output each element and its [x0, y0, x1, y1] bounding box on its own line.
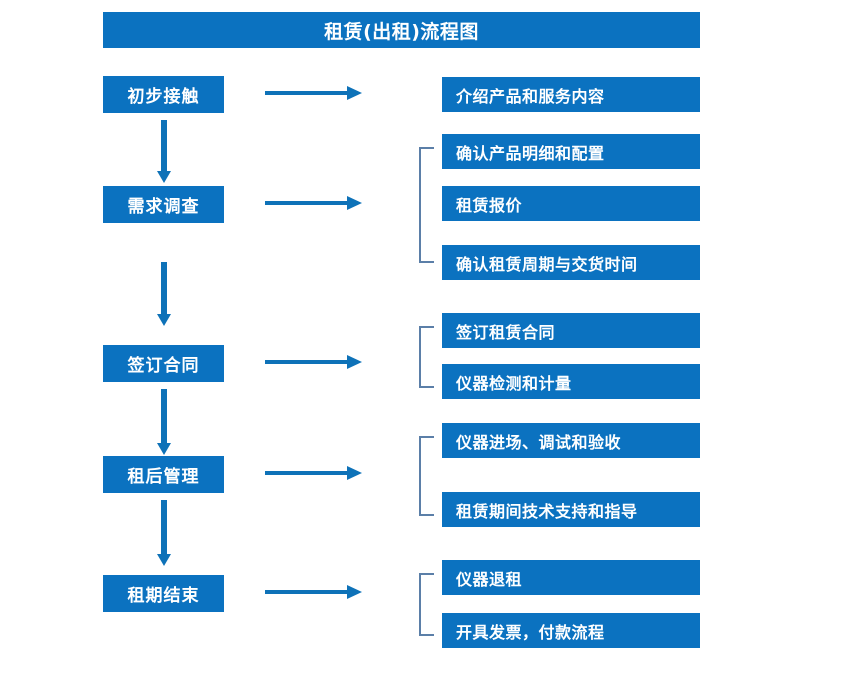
arrow-shaft: [265, 91, 349, 95]
bracket-tick-top: [419, 573, 434, 575]
bracket-tick-bottom: [419, 514, 434, 516]
arrow-right-5: [265, 585, 362, 599]
stage-box-5[interactable]: 租期结束: [103, 575, 224, 612]
bracket-tick-bottom: [419, 634, 434, 636]
detail-box-g3-2[interactable]: 仪器检测和计量: [442, 364, 700, 399]
arrow-down-2: [157, 262, 171, 326]
group-bracket-2: [419, 147, 434, 263]
detail-box-g2-2[interactable]: 租赁报价: [442, 186, 700, 221]
stage-box-4[interactable]: 租后管理: [103, 456, 224, 493]
detail-box-g4-2[interactable]: 租赁期间技术支持和指导: [442, 492, 700, 527]
arrow-head-icon: [157, 554, 171, 566]
bracket-tick-bottom: [419, 261, 434, 263]
bracket-tick-bottom: [419, 386, 434, 388]
arrow-head-icon: [347, 466, 362, 480]
arrow-right-1: [265, 86, 362, 100]
arrow-head-icon: [157, 314, 171, 326]
group-bracket-3: [419, 326, 434, 388]
arrow-right-2: [265, 196, 362, 210]
group-bracket-4: [419, 436, 434, 516]
arrow-down-3: [157, 389, 171, 455]
arrow-shaft: [161, 500, 167, 554]
arrow-shaft: [265, 590, 349, 594]
bracket-spine: [419, 436, 421, 516]
bracket-spine: [419, 573, 421, 636]
detail-box-g3-1[interactable]: 签订租赁合同: [442, 313, 700, 348]
detail-box-g2-3[interactable]: 确认租赁周期与交货时间: [442, 245, 700, 280]
arrow-head-icon: [347, 585, 362, 599]
group-bracket-5: [419, 573, 434, 636]
arrow-shaft: [265, 471, 349, 475]
bracket-spine: [419, 147, 421, 263]
bracket-spine: [419, 326, 421, 388]
bracket-tick-top: [419, 326, 434, 328]
bracket-tick-top: [419, 147, 434, 149]
detail-box-g4-1[interactable]: 仪器进场、调试和验收: [442, 423, 700, 458]
bracket-tick-top: [419, 436, 434, 438]
arrow-head-icon: [347, 86, 362, 100]
arrow-shaft: [161, 389, 167, 443]
stage-box-1[interactable]: 初步接触: [103, 76, 224, 113]
arrow-head-icon: [347, 355, 362, 369]
arrow-shaft: [265, 201, 349, 205]
arrow-down-1: [157, 120, 171, 183]
detail-box-g2-1[interactable]: 确认产品明细和配置: [442, 134, 700, 169]
stage-box-3[interactable]: 签订合同: [103, 345, 224, 382]
arrow-down-4: [157, 500, 171, 566]
detail-box-g1-1[interactable]: 介绍产品和服务内容: [442, 77, 700, 112]
arrow-shaft: [265, 360, 349, 364]
arrow-head-icon: [157, 171, 171, 183]
detail-box-g5-1[interactable]: 仪器退租: [442, 560, 700, 595]
page-title: 租赁(出租)流程图: [103, 12, 700, 48]
stage-box-2[interactable]: 需求调查: [103, 186, 224, 223]
arrow-right-3: [265, 355, 362, 369]
arrow-right-4: [265, 466, 362, 480]
arrow-head-icon: [347, 196, 362, 210]
detail-box-g5-2[interactable]: 开具发票，付款流程: [442, 613, 700, 648]
arrow-head-icon: [157, 443, 171, 455]
arrow-shaft: [161, 120, 167, 171]
arrow-shaft: [161, 262, 167, 314]
